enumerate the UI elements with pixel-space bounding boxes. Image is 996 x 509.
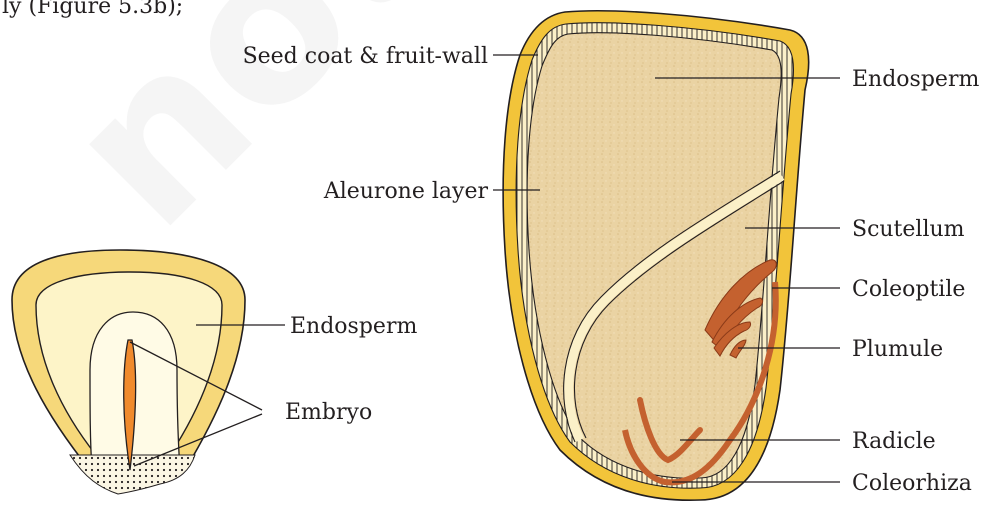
maize-embryo-label: Embryo	[285, 400, 372, 425]
coleoptile-label: Coleoptile	[852, 277, 965, 302]
aleurone-label: Aleurone layer	[323, 179, 489, 204]
maize-dotted-base	[70, 455, 195, 494]
seed-coat-label: Seed coat & fruit-wall	[243, 44, 488, 69]
coleorhiza-label: Coleorhiza	[852, 471, 972, 496]
scutellum-label: Scutellum	[852, 217, 965, 242]
maize-endosperm-label: Endosperm	[290, 314, 417, 339]
endosperm-label: Endosperm	[852, 67, 979, 92]
radicle-label: Radicle	[852, 429, 936, 454]
maize-seed: Endosperm Embryo	[12, 250, 417, 494]
monocot-grain: Seed coat & fruit-wall Aleurone layer En…	[243, 11, 980, 500]
plumule-label: Plumule	[852, 337, 943, 362]
